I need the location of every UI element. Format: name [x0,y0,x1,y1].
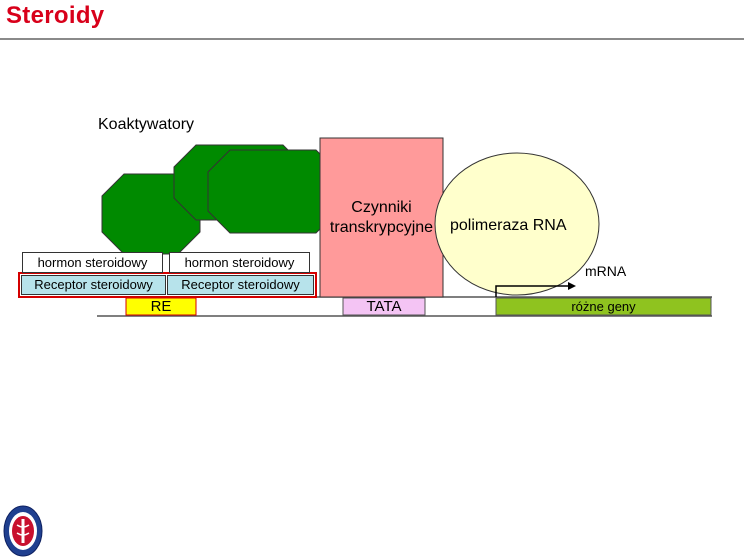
hormone-box-left: hormon steroidowy [22,252,163,273]
transcription-factors-line-1: Czynniki [351,199,412,216]
mrna-label: mRNA [585,263,627,279]
transcription-factors-box [319,137,444,298]
tata-box [342,297,426,316]
mrna-arrowhead [568,282,576,290]
tata-label: TATA [366,298,402,315]
genes-bar [495,297,712,316]
coactivator-shape [207,149,339,234]
polymerase-label: polimeraza RNA [450,217,567,234]
re-label: RE [150,298,172,315]
coactivators-label: Koaktywatory [98,116,195,133]
transcription-factors-line-2: transkrypcyjne [329,219,434,236]
mrna-arrow [495,285,568,297]
receptor-box-right: Receptor steroidowy [167,275,314,295]
receptor-dimer-outline [18,272,317,298]
hormone-box-right: hormon steroidowy [169,252,310,273]
receptor-box-left: Receptor steroidowy [21,275,166,295]
title-divider [0,38,744,40]
university-seal-logo [3,505,43,557]
rna-polymerase-ellipse [434,152,600,296]
genes-label: różne geny [571,299,636,314]
transcription-factors-label: Czynniki transkrypcyjne [320,198,443,238]
page-title: Steroidy [6,2,105,29]
